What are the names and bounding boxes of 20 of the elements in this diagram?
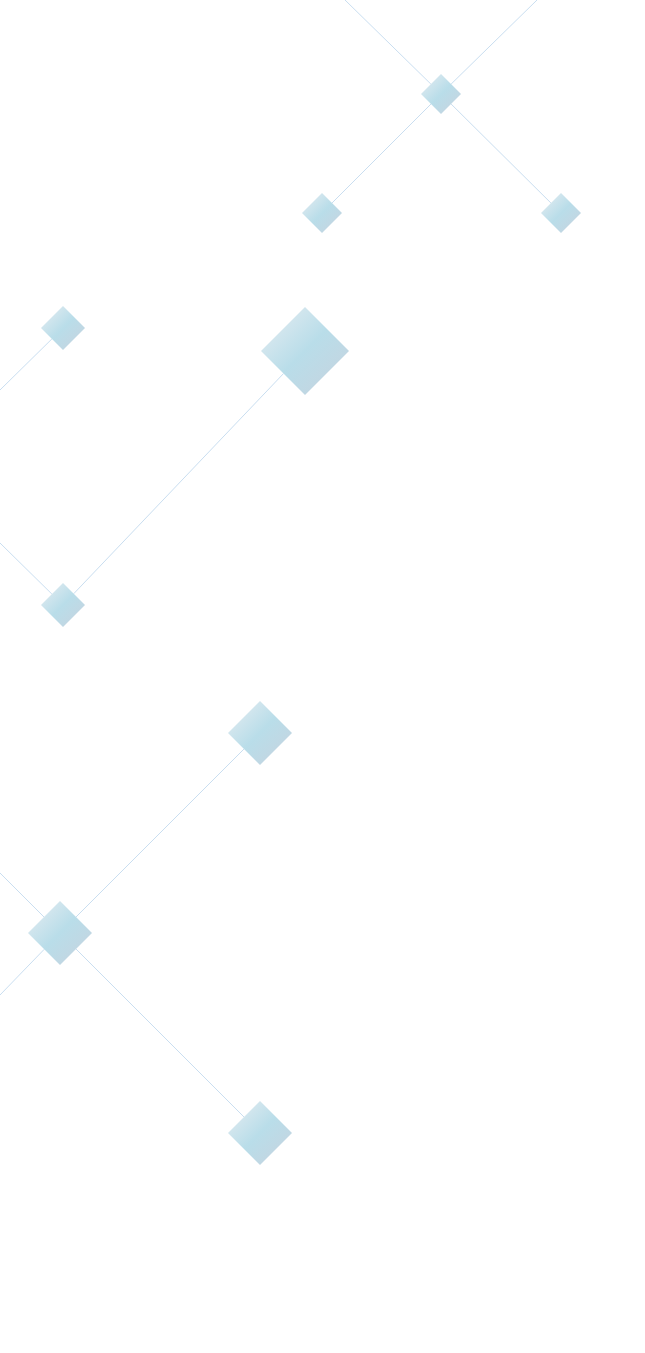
- connector-line: [73, 373, 285, 595]
- connector-line: [0, 872, 45, 918]
- connector-line: [75, 948, 245, 1118]
- diamond: [261, 307, 349, 395]
- diamond: [228, 1101, 292, 1165]
- connector-line: [75, 748, 245, 918]
- diamond: [541, 193, 581, 233]
- diamond: [421, 74, 461, 114]
- connector-line: [344, 0, 432, 85]
- diamond: [228, 701, 292, 765]
- connector-line: [331, 103, 432, 204]
- diamond: [28, 901, 92, 965]
- connector-line: [450, 0, 538, 85]
- diamond: [41, 583, 85, 627]
- diamond: [302, 193, 342, 233]
- connector-line: [450, 103, 552, 204]
- connector-line: [0, 338, 53, 391]
- connector-line: [0, 948, 45, 996]
- diamond: [41, 306, 85, 350]
- connector-line: [0, 542, 53, 595]
